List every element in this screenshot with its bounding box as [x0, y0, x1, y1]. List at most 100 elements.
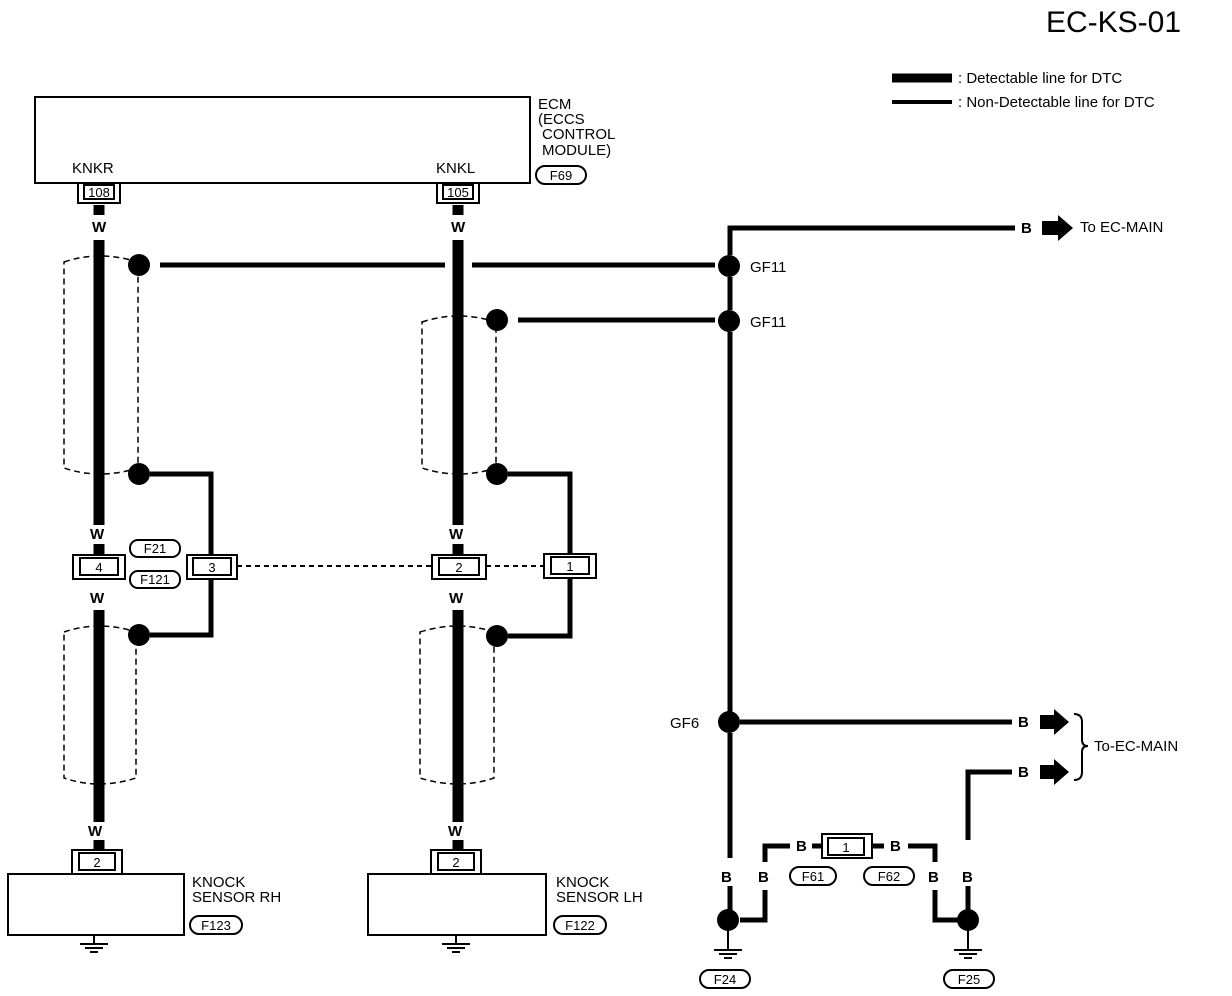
f62-label: F62: [878, 869, 900, 884]
legend-non-detectable-text: : Non-Detectable line for DTC: [958, 94, 1155, 111]
shield-dot-rh-top: [128, 254, 150, 276]
gf11-b-dot: [718, 310, 740, 332]
f25-wire-color-lower: B: [962, 869, 973, 886]
gf6-dot: [718, 711, 740, 733]
f62-wire-color-lower: B: [928, 869, 939, 886]
f62-wire-upper: [908, 843, 938, 862]
sensor-lh-pin: 2: [452, 855, 459, 870]
gf6-label: GF6: [670, 715, 699, 732]
shield-drain-wires: [128, 254, 715, 647]
knkr-wire-color-2: W: [90, 526, 105, 543]
shield-lh-upper-to-pin1: [508, 471, 573, 554]
ground-top-wire-color: B: [1021, 220, 1032, 237]
f25-badge: [943, 969, 995, 989]
f25-wire-color: B: [1018, 764, 1029, 781]
shield-dot-lh-top: [486, 309, 508, 331]
sensor-rh-pin: 2: [93, 855, 100, 870]
sensor-lh-connector-badge: [553, 915, 607, 935]
f61-badge: [789, 866, 837, 886]
knkr-signal-wire: W W W W: [88, 205, 107, 850]
sensor-lh-box: [367, 873, 547, 936]
f25-dot: [957, 909, 979, 931]
joint-f21-label: F21: [144, 541, 166, 556]
sensor-lh-label-1: KNOCK: [556, 874, 609, 891]
ecm-subtitle-1: (ECCS: [538, 111, 585, 128]
ground-circuit: B To EC-MAIN GF11 GF11 GF6 B B To-EC-MAI…: [670, 215, 1178, 989]
arrow-f25-to-main: [1040, 759, 1069, 785]
ecm-terminal-105-no: 105: [447, 185, 469, 200]
gf11-a-label: GF11: [750, 259, 786, 276]
knkr-wire-color-4: W: [88, 823, 103, 840]
f61-wire-color-lower: B: [758, 869, 769, 886]
shield-rh-lower-to-pin3: [150, 576, 214, 638]
to-main-brace: [1073, 713, 1089, 781]
f24-dot: [717, 909, 739, 931]
joint-f21-badge: [129, 539, 181, 558]
joint-pin-2-inner: [438, 557, 480, 576]
shield-dot-rh-bottom: [128, 624, 150, 646]
ecm-connector-badge: [535, 165, 587, 185]
sensor-lh-connector: F122: [565, 918, 595, 933]
legend: : Detectable line for DTC : Non-Detectab…: [892, 70, 1155, 111]
to-ec-main-top: To EC-MAIN: [1080, 219, 1163, 236]
diagram-title: EC-KS-01: [1046, 6, 1181, 39]
f61-label: F61: [802, 869, 824, 884]
joint-pin-1: 1: [566, 559, 573, 574]
arrow-to-main-top: [1042, 215, 1073, 241]
joint-pin-4-inner: [79, 557, 119, 576]
ecm-subtitle-3: MODULE): [542, 142, 611, 159]
ecm-terminal-108-inner: [83, 184, 115, 200]
joint-f121-label: F121: [140, 572, 170, 587]
f61-wire-color-upper: B: [796, 838, 807, 855]
knkl-signal-wire: W W W W: [448, 205, 466, 850]
shield-lh-lower: [419, 625, 495, 785]
jumper-pin: 1: [842, 840, 849, 855]
gf11-b-label: GF11: [750, 314, 786, 331]
jumper-inner: [827, 837, 865, 856]
f24-label: F24: [714, 972, 736, 987]
to-ec-main-bottom: To-EC-MAIN: [1094, 738, 1178, 755]
f24-to-f61: [740, 890, 768, 923]
f24-badge: [699, 969, 751, 989]
knkl-wire-color-1: W: [451, 219, 466, 236]
arrow-gf6-to-main: [1040, 709, 1069, 735]
ecm-connector-label: F69: [550, 168, 572, 183]
ecm-pin-knkr-label: KNKR: [72, 160, 114, 177]
f25-label: F25: [958, 972, 980, 987]
ground-wire-to-main-top: [727, 225, 1015, 255]
knkl-wire-color-2: W: [449, 526, 464, 543]
shield-rh-lower: [63, 625, 137, 785]
f62-wire-color-upper: B: [890, 838, 901, 855]
joint-pin-1-inner: [550, 556, 590, 575]
ecm-name: ECM: [538, 96, 571, 113]
joint-pin-2: 2: [455, 560, 462, 575]
ecm-terminal-105-inner: [442, 184, 474, 200]
ecm-box: [34, 96, 531, 184]
knkl-wire-color-4: W: [448, 823, 463, 840]
sensor-rh-connector: F123: [201, 918, 231, 933]
knock-sensor-lh: 2 KNOCK SENSOR LH F122: [367, 849, 643, 953]
f25-to-main: [965, 769, 1012, 840]
joint-pin-3-inner: [192, 557, 232, 576]
shield-lh-lower-to-pin1: [508, 578, 573, 639]
sensor-lh-terminal-inner: [437, 852, 475, 871]
joint-connector: 4 F21 F121 3 2 1: [72, 539, 597, 589]
sensor-rh-box: [7, 873, 185, 936]
shield-dot-rh-mid: [128, 463, 150, 485]
knkr-wire-color-3: W: [90, 590, 105, 607]
ecm-terminal-108-no: 108: [88, 185, 110, 200]
shield-dot-lh-bottom: [486, 625, 508, 647]
f24-wire-color: B: [721, 869, 732, 886]
legend-detectable-text: : Detectable line for DTC: [958, 70, 1122, 87]
ecm-subtitle-2: CONTROL: [542, 126, 615, 143]
shield-dot-lh-mid: [486, 463, 508, 485]
f62-badge: [863, 866, 915, 886]
joint-f121-badge: [129, 570, 181, 589]
knkr-wire-color-1: W: [92, 219, 107, 236]
joint-pin-3: 3: [208, 560, 215, 575]
f62-to-f25: [932, 890, 958, 923]
joint-pin-4: 4: [95, 560, 102, 575]
f61-wire-upper: [762, 843, 790, 862]
sensor-lh-label-2: SENSOR LH: [556, 889, 643, 906]
